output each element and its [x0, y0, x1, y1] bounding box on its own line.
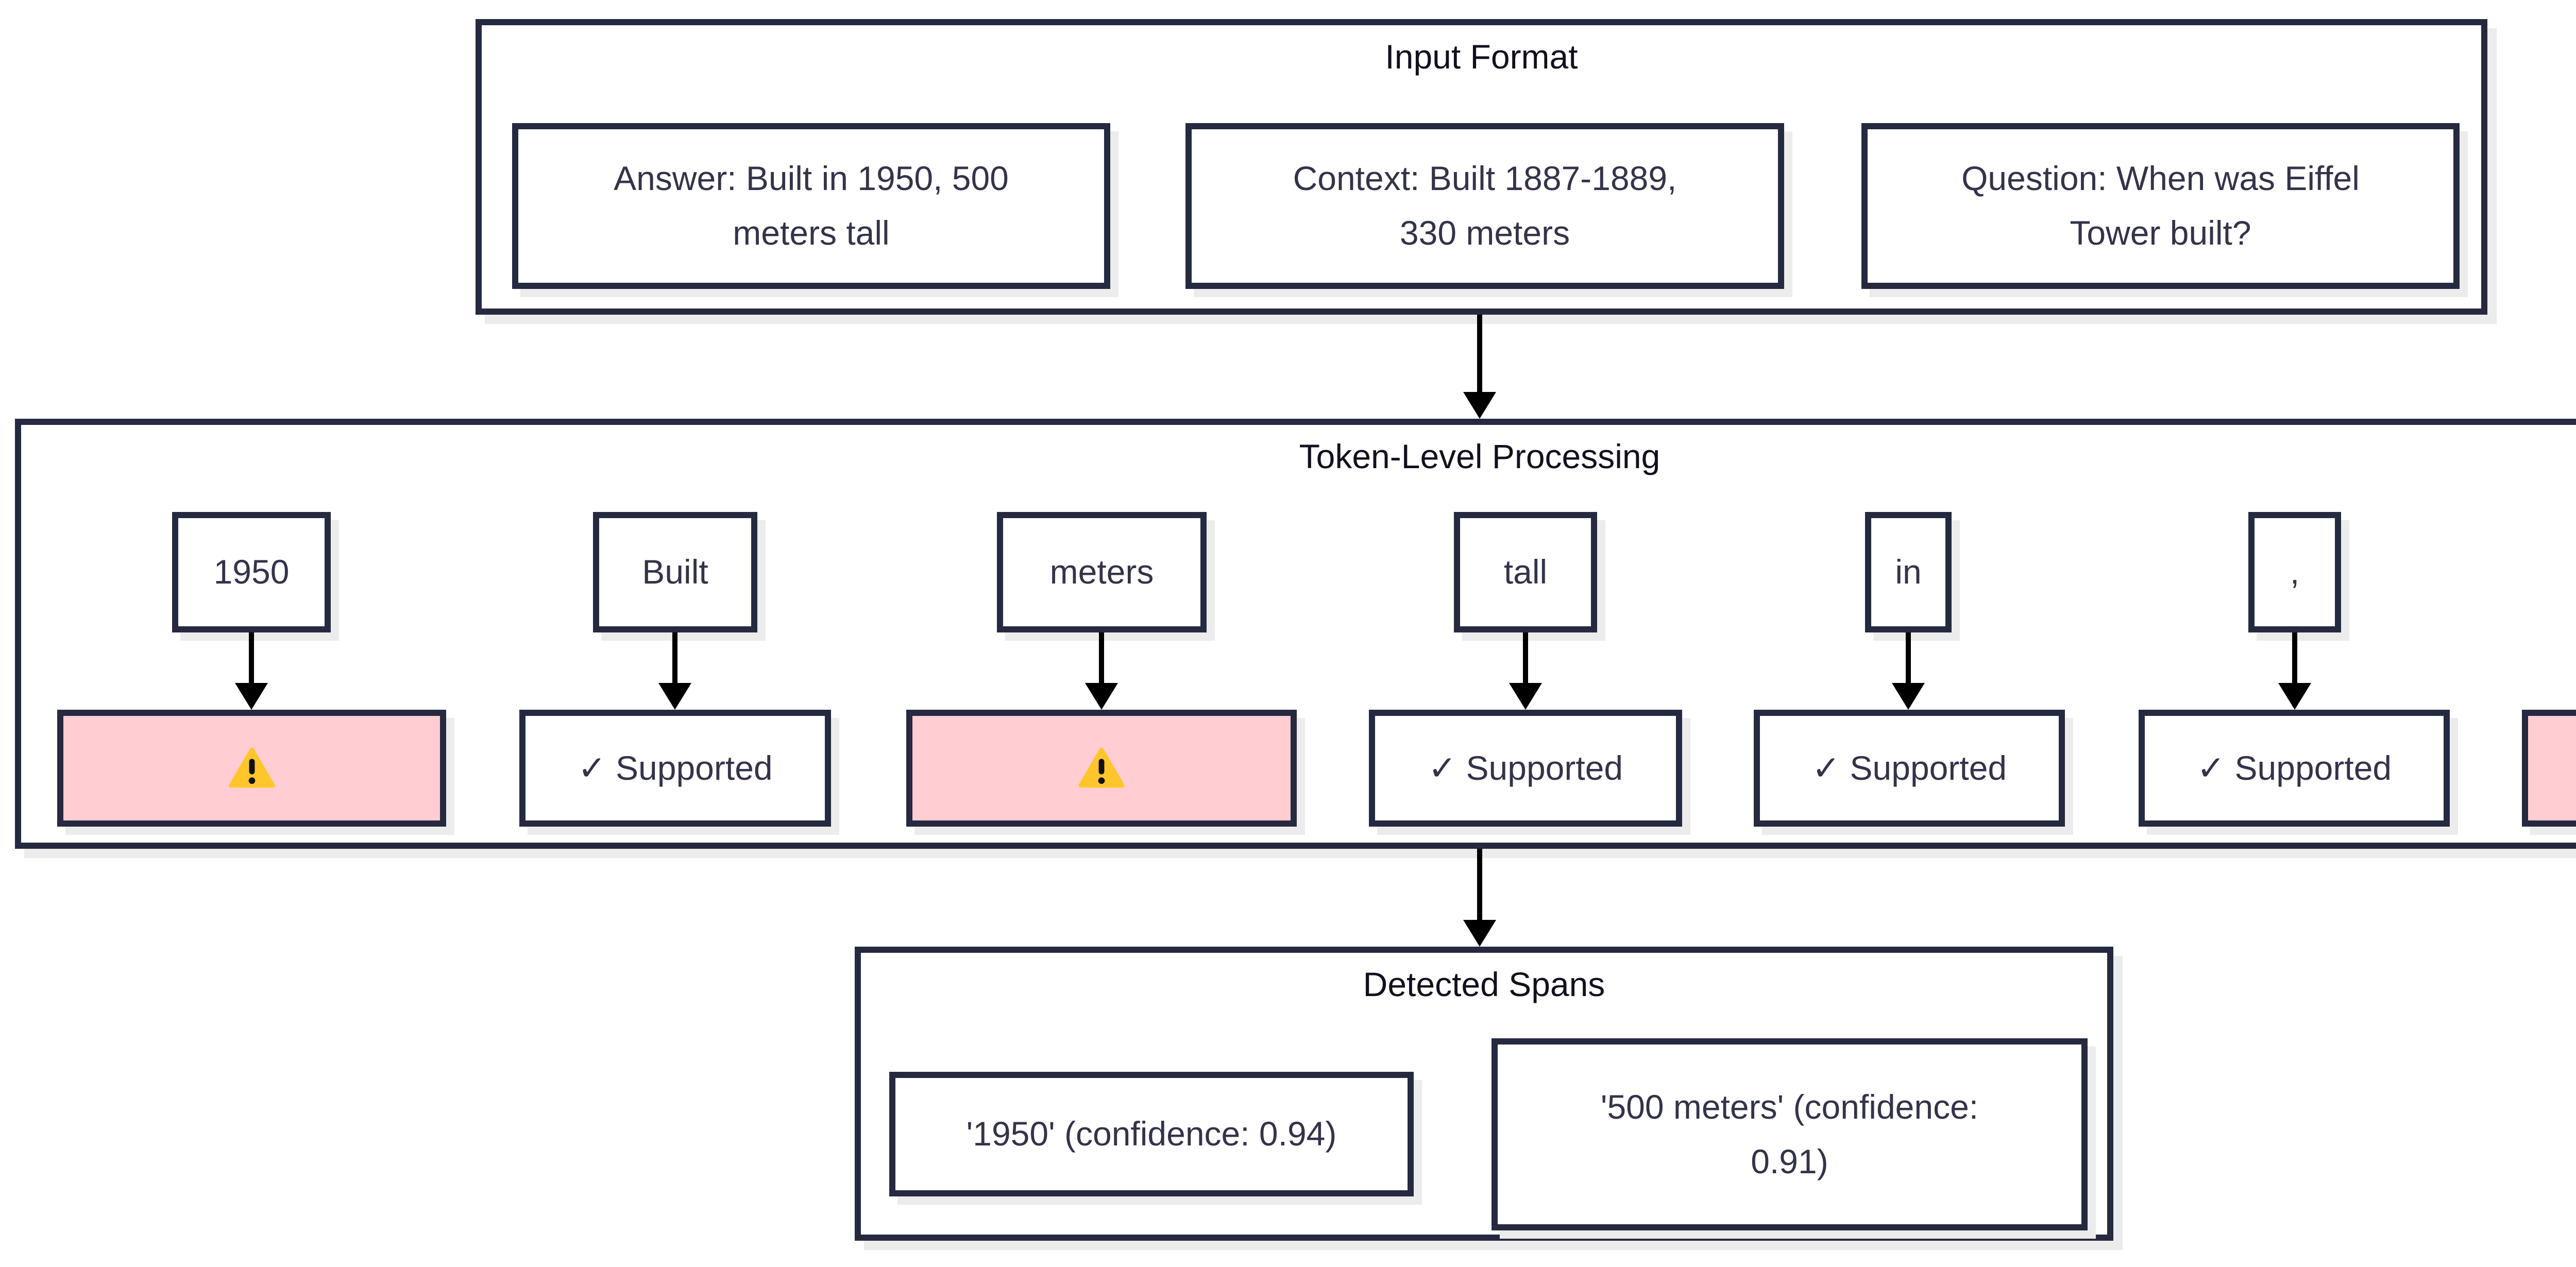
arrow-head: [235, 683, 268, 710]
arrow-head: [1463, 392, 1496, 419]
detected-spans-title: Detected Spans: [1363, 965, 1605, 1003]
token-box-comma: ,: [2248, 512, 2341, 632]
question-text: Question: When was Eiffel Tower built?: [1961, 159, 2360, 252]
token-text: 1950: [213, 553, 290, 591]
token-box-tall: tall: [1454, 512, 1597, 632]
span-text: '500 meters' (confidence: 0.91): [1600, 1087, 1979, 1180]
result-box-built-supported: ✓ Supported: [519, 710, 831, 827]
arrow-line: [249, 632, 254, 683]
token-box-1950: 1950: [172, 512, 331, 632]
arrow-head: [658, 683, 691, 710]
supported-text: ✓ Supported: [578, 748, 773, 787]
arrow-line: [1477, 849, 1482, 920]
token-text: Built: [642, 553, 708, 591]
result-box-1950-warning: [57, 710, 446, 827]
arrow-line: [1477, 315, 1482, 392]
token-text: meters: [1049, 553, 1154, 591]
supported-text: ✓ Supported: [2196, 748, 2392, 787]
result-box-500-warning: [2522, 710, 2576, 827]
context-text: Context: Built 1887-1889, 330 meters: [1293, 159, 1677, 252]
arrow-token-1950: [235, 632, 268, 710]
token-text: in: [1895, 553, 1922, 591]
supported-text: ✓ Supported: [1428, 748, 1623, 787]
answer-box: Answer: Built in 1950, 500 meters tall: [512, 123, 1110, 289]
result-box-in-supported: ✓ Supported: [1754, 710, 2065, 827]
span-text: '1950' (confidence: 0.94): [966, 1115, 1337, 1153]
warning-icon: [1078, 747, 1125, 787]
arrow-line: [672, 632, 677, 683]
input-format-title: Input Format: [1385, 38, 1578, 76]
result-box-meters-warning: [906, 710, 1297, 827]
arrow-line: [2292, 632, 2297, 683]
span-box-500-meters: '500 meters' (confidence: 0.91): [1492, 1038, 2088, 1230]
arrow-tokens-to-spans: [1463, 849, 1496, 947]
answer-text: Answer: Built in 1950, 500 meters tall: [614, 159, 1009, 252]
token-box-in: in: [1865, 512, 1952, 632]
detected-spans-group: Detected Spans '1950' (confidence: 0.94)…: [855, 947, 2113, 1241]
arrow-token-built: [658, 632, 691, 710]
arrow-head: [2278, 683, 2311, 710]
arrow-line: [1906, 632, 1911, 683]
token-box-meters: meters: [997, 512, 1207, 632]
input-format-group: Input Format Answer: Built in 1950, 500 …: [476, 19, 2487, 315]
arrow-line: [1099, 632, 1104, 683]
question-box: Question: When was Eiffel Tower built?: [1861, 123, 2460, 289]
arrow-head: [1463, 920, 1496, 947]
warning-icon: [228, 747, 275, 787]
arrow-token-meters: [1085, 632, 1118, 710]
arrow-token-comma: [2278, 632, 2311, 710]
arrow-token-tall: [1509, 632, 1542, 710]
token-box-built: Built: [593, 512, 757, 632]
span-box-1950: '1950' (confidence: 0.94): [889, 1072, 1414, 1196]
context-box: Context: Built 1887-1889, 330 meters: [1185, 123, 1784, 289]
arrow-head: [1892, 683, 1925, 710]
token-text: ,: [2290, 553, 2300, 591]
token-processing-group: Token-Level Processing 1950 Built meters…: [15, 419, 2576, 849]
result-box-tall-supported: ✓ Supported: [1369, 710, 1682, 827]
arrow-token-in: [1892, 632, 1925, 710]
supported-text: ✓ Supported: [1811, 748, 2007, 787]
arrow-input-to-tokens: [1463, 315, 1496, 419]
token-processing-title: Token-Level Processing: [1299, 437, 1660, 475]
result-box-comma-supported: ✓ Supported: [2139, 710, 2450, 827]
token-text: tall: [1503, 553, 1548, 591]
arrow-head: [1509, 683, 1542, 710]
arrow-line: [1523, 632, 1528, 683]
arrow-head: [1085, 683, 1118, 710]
